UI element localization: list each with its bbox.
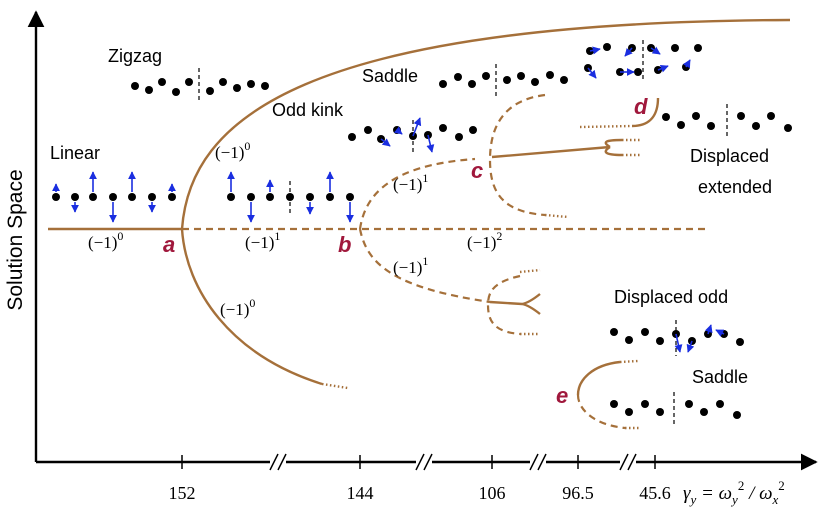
e-branch-lower: [576, 394, 626, 430]
index-linear-unstable: (−1)1: [245, 229, 280, 252]
saddle-top-config: [439, 64, 568, 96]
index-zigzag: (−1)0: [215, 139, 250, 162]
e-branch-upper-dots: [619, 359, 639, 364]
label-displaced-extended-2: extended: [698, 177, 772, 197]
label-displaced-odd: Displaced odd: [614, 287, 728, 307]
point-e: e: [556, 383, 568, 408]
lower-fork-dashed: [486, 274, 521, 336]
index-odd-kink-lower: (−1)1: [393, 254, 428, 277]
zigzag-config: [131, 68, 269, 100]
x-tick-label-106: 106: [479, 483, 506, 503]
point-c: c: [471, 158, 483, 183]
zigzag-branch: [180, 18, 791, 230]
x-tick-label-144: 144: [347, 483, 374, 503]
x-tick-label-96: 96.5: [562, 483, 594, 503]
x-axis-label: γy = ωy2 / ωx2: [683, 478, 785, 507]
x-tick-label-152: 152: [169, 483, 196, 503]
linear-config: [52, 171, 176, 223]
d-config: [584, 40, 702, 80]
saddle-branch: [488, 93, 546, 217]
index-zigzag-lower: (−1)0: [220, 296, 255, 319]
x-tick-label-45: 45.6: [639, 483, 671, 503]
odd-kink-upper-branch: [358, 157, 476, 230]
displaced-extended-config: [662, 104, 792, 138]
lower-fork-solid: [489, 293, 541, 315]
index-linear: (−1)0: [88, 229, 123, 252]
branches: [48, 18, 791, 430]
zigzag-lower-continuation: [321, 382, 349, 390]
d-branch: [631, 97, 660, 128]
e-branch-upper: [576, 360, 621, 396]
zigzag-lower-branch: [180, 228, 323, 386]
c-pitchfork-dots: [622, 138, 640, 157]
odd-kink-config: [348, 117, 477, 153]
saddle-bottom-config: [610, 392, 741, 426]
saddle-continuation: [544, 213, 569, 219]
c-pitchfork: [604, 138, 623, 157]
axes: 152 144 106 96.5 45.6 Solution Space γy …: [4, 10, 818, 507]
axis-break-4: [619, 452, 637, 472]
index-double-unstable: (−1)2: [467, 229, 502, 252]
point-b: b: [338, 232, 351, 257]
label-displaced-extended-1: Displaced: [690, 146, 769, 166]
label-saddle-bottom: Saddle: [692, 367, 748, 387]
axis-break-3: [529, 452, 547, 472]
linear-mode-config: [227, 171, 354, 223]
point-d: d: [634, 94, 648, 119]
d-branch-dots: [579, 124, 633, 129]
axis-break-1: [269, 452, 287, 472]
label-zigzag: Zigzag: [108, 46, 162, 66]
point-a: a: [163, 232, 175, 257]
displaced-extended-branch: [491, 145, 611, 159]
index-odd-kink-upper: (−1)1: [393, 171, 428, 194]
axis-break-2: [415, 452, 433, 472]
y-axis-label: Solution Space: [4, 169, 27, 310]
displaced-odd-config: [610, 320, 744, 356]
odd-kink-lower-branch: [358, 228, 491, 304]
label-odd-kink: Odd kink: [272, 100, 344, 120]
lower-fork-dots: [519, 268, 541, 336]
label-linear: Linear: [50, 143, 100, 163]
label-saddle-top: Saddle: [362, 66, 418, 86]
